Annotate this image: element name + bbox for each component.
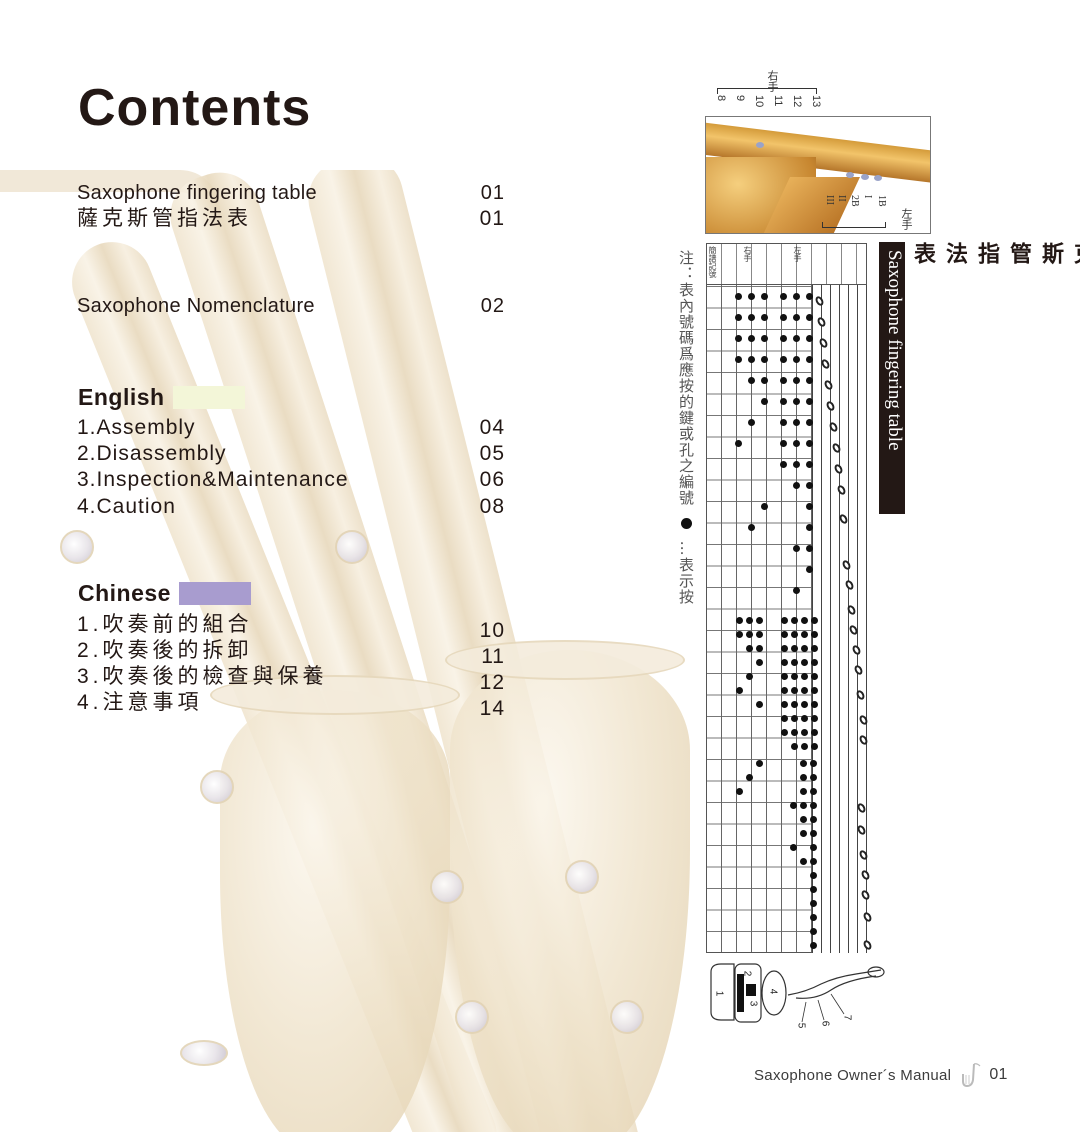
- sax-bell-shape: [450, 650, 690, 1132]
- diagram-label: 5: [795, 1022, 807, 1029]
- toc-entry[interactable]: 3.Inspection&Maintenance 06: [77, 467, 505, 493]
- toc-entry-label: Saxophone Nomenclature: [77, 295, 315, 317]
- diagram-label: 2: [741, 970, 753, 977]
- sax-key-shape: [565, 860, 599, 894]
- toc-entry-page: 08: [479, 495, 505, 518]
- header-label-right-hand: 右手: [743, 246, 752, 262]
- toc-entry-label: 1.吹奏前的組合: [77, 613, 253, 636]
- left-hand-bracket: [822, 222, 886, 228]
- key-label: 1B: [876, 195, 887, 207]
- header-label-notation: 簡譜記號: [708, 246, 717, 278]
- chart-title-chinese: 薩克斯管指法表: [910, 242, 1080, 266]
- toc-entry-label: 4.注意事項: [77, 691, 203, 714]
- toc-entry-page: 05: [479, 442, 505, 465]
- sax-key-shape: [430, 870, 464, 904]
- footnote-text: 注：表內號碼爲應按的鍵或孔之編號: [677, 250, 695, 506]
- key-label: III: [824, 195, 835, 205]
- key-label: 2B: [849, 195, 860, 207]
- section-heading-label: Chinese: [78, 580, 171, 606]
- header-label-left-hand: 左手: [793, 246, 802, 262]
- octave-thumb-key-icon: [710, 963, 885, 1023]
- toc-entry[interactable]: 薩克斯管指法表 01: [77, 206, 505, 232]
- toc-entry-page: 02: [480, 295, 505, 317]
- toc-entry-label: 1.Assembly: [77, 416, 196, 439]
- key-label: 11: [772, 95, 784, 107]
- toc-entry[interactable]: 4.Caution 08: [77, 494, 505, 520]
- key-label: 13: [810, 95, 822, 108]
- page-title: Contents: [78, 79, 312, 137]
- sax-key-shape: [60, 530, 94, 564]
- sax-key-dot: [846, 172, 854, 178]
- toc-entry[interactable]: 3.吹奏後的檢查與保養 12: [77, 664, 505, 696]
- toc-entry[interactable]: 2.吹奏後的拆卸 11: [77, 638, 505, 670]
- toc-entry[interactable]: Saxophone Nomenclature 02: [77, 293, 505, 319]
- section-color-swatch: [172, 386, 245, 409]
- toc-entry[interactable]: 2.Disassembly 05: [77, 441, 505, 467]
- toc-entry-page: 01: [479, 207, 505, 230]
- sax-key-shape: [180, 1040, 228, 1066]
- toc-entry-label: 薩克斯管指法表: [77, 207, 252, 230]
- key-label: I: [862, 195, 873, 199]
- music-staff: [812, 243, 867, 953]
- sax-key-shape: [200, 770, 234, 804]
- left-hand-label: 左手: [900, 208, 912, 230]
- saxophone-keys-photo: III II 2B I 1B: [705, 116, 931, 234]
- right-hand-label: 右手: [766, 70, 778, 92]
- toc-entry-label: Saxophone fingering table: [77, 182, 317, 204]
- sax-bell-shape: [220, 690, 450, 1132]
- key-label: 8: [715, 95, 727, 102]
- toc-entry[interactable]: Saxophone fingering table 01: [77, 180, 505, 206]
- diagram-label: 4: [767, 988, 779, 995]
- saxophone-icon: [961, 1062, 981, 1088]
- diagram-label: 6: [819, 1020, 831, 1027]
- key-label: 9: [734, 95, 746, 102]
- sax-key-shape: [610, 1000, 644, 1034]
- toc-entry[interactable]: 1.吹奏前的組合 10: [77, 612, 505, 644]
- footer-page-number: 01: [989, 1066, 1008, 1083]
- diagram-label: 7: [841, 1014, 853, 1021]
- toc-entry-label: 2.Disassembly: [77, 442, 227, 465]
- toc-entry-label: 3.Inspection&Maintenance: [77, 468, 349, 491]
- toc-entry-page: 04: [479, 416, 505, 439]
- chart-footnote: 注：表內號碼爲應按的鍵或孔之編號 …表示按: [676, 250, 697, 605]
- sax-key-shape: [455, 1000, 489, 1034]
- key-label: II: [836, 195, 847, 202]
- right-hand-bracket: [717, 88, 817, 94]
- section-heading-english: English: [78, 384, 245, 411]
- section-heading-chinese: Chinese: [78, 580, 251, 607]
- footer-manual-title: Saxophone Owner´s Manual: [754, 1066, 952, 1084]
- section-heading-label: English: [78, 384, 165, 410]
- toc-entry[interactable]: 1.Assembly 04: [77, 415, 505, 441]
- diagram-label: 3: [747, 1000, 759, 1007]
- toc-entry-label: 3.吹奏後的檢查與保養: [77, 665, 328, 688]
- sax-key-shape: [335, 530, 369, 564]
- sax-key-dot: [874, 175, 882, 181]
- diagram-label: 1: [713, 990, 725, 997]
- toc-entry-page: 14: [479, 697, 505, 720]
- fingering-table-header: [706, 243, 867, 285]
- section-color-swatch: [178, 582, 251, 605]
- toc-entry-page: 11: [481, 645, 505, 668]
- toc-entry-page: 12: [479, 671, 505, 694]
- toc-entry-label: 2.吹奏後的拆卸: [77, 639, 253, 662]
- sax-key-dot: [756, 142, 764, 148]
- sax-key-dot: [861, 174, 869, 180]
- key-label: 12: [791, 95, 803, 108]
- chart-title-english: Saxophone fingering table: [879, 242, 905, 514]
- toc-entry-page: 01: [480, 182, 505, 204]
- toc-entry-page: 06: [479, 468, 505, 491]
- toc-entry[interactable]: 4.注意事項 14: [77, 690, 505, 722]
- toc-entry-page: 10: [479, 619, 505, 642]
- toc-entry-label: 4.Caution: [77, 495, 176, 518]
- filled-dot-icon: [680, 517, 692, 529]
- page-footer: Saxophone Owner´s Manual 01: [754, 1062, 1008, 1088]
- key-hand-diagram: 1 2 3 4 5 6 7: [706, 962, 886, 1032]
- legend-text: …表示按: [677, 540, 695, 605]
- key-label: 10: [753, 95, 765, 108]
